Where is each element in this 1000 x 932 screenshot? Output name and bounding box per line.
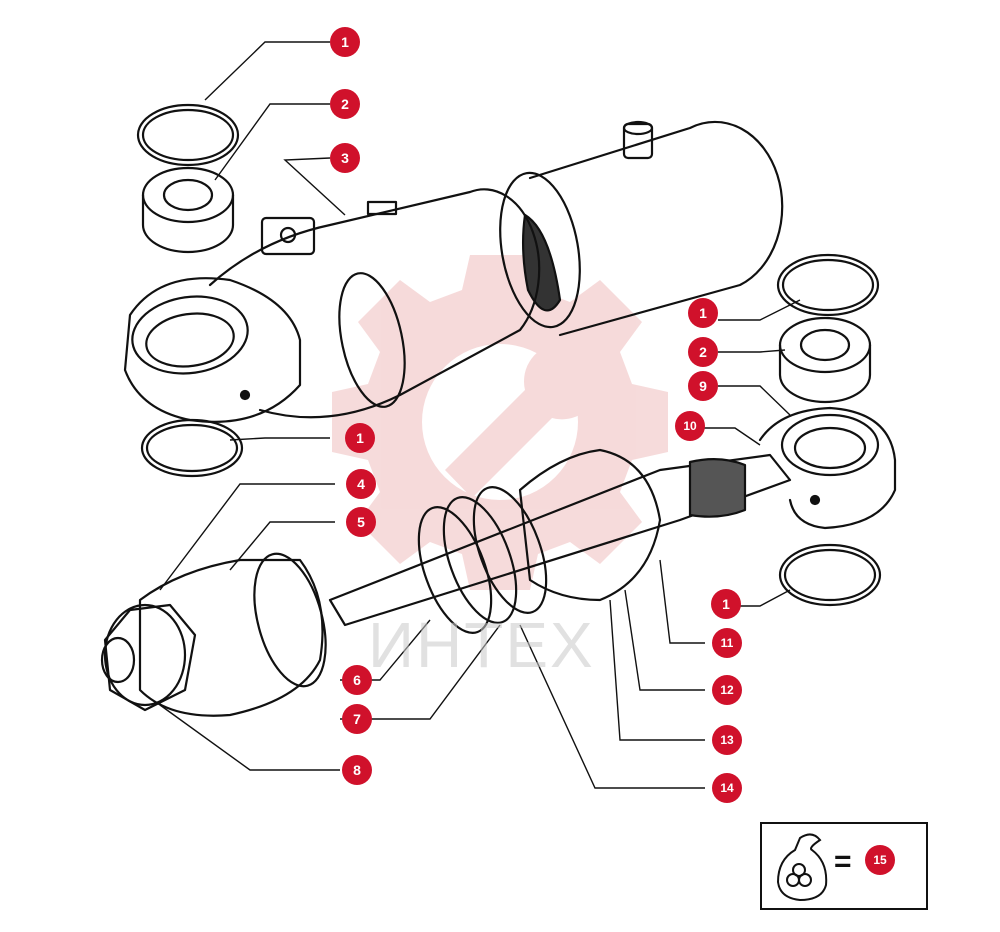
bearing-right	[778, 316, 872, 404]
callout-5[interactable]: 5	[346, 507, 376, 537]
callout-13[interactable]: 13	[712, 725, 742, 755]
callout-3[interactable]: 3	[330, 143, 360, 173]
callout-9[interactable]: 9	[688, 371, 718, 401]
callout-14[interactable]: 14	[712, 773, 742, 803]
cylinder-head	[100, 552, 327, 717]
callout-1-right-bottom[interactable]: 1	[711, 589, 741, 619]
callout-1-top[interactable]: 1	[330, 27, 360, 57]
callout-7[interactable]: 7	[342, 704, 372, 734]
repair-kit-box	[760, 822, 928, 910]
snap-ring-top	[136, 103, 240, 167]
watermark-text: ИНТЕХ	[368, 609, 595, 681]
callout-15-kit[interactable]: 15	[865, 845, 895, 875]
watermark-gear	[332, 255, 668, 590]
watermark-logo	[332, 255, 668, 590]
callout-2-left[interactable]: 2	[330, 89, 360, 119]
snap-ring-right-top	[776, 253, 880, 317]
callout-6[interactable]: 6	[342, 665, 372, 695]
snap-ring-left-bottom	[140, 418, 244, 478]
rod-eye	[758, 406, 897, 530]
callout-2-right[interactable]: 2	[688, 337, 718, 367]
callout-4[interactable]: 4	[346, 469, 376, 499]
kit-equals-sign: =	[834, 845, 852, 878]
piston-assembly	[417, 448, 662, 634]
callout-8[interactable]: 8	[342, 755, 372, 785]
piston-rod	[328, 453, 792, 627]
callout-1-left-bottom[interactable]: 1	[345, 423, 375, 453]
cylinder-body	[123, 188, 541, 423]
callout-11[interactable]: 11	[712, 628, 742, 658]
callout-12[interactable]: 12	[712, 675, 742, 705]
bearing-left	[141, 166, 235, 254]
watermark-wrench	[445, 343, 600, 498]
callout-1-right-top[interactable]: 1	[688, 298, 718, 328]
parts-bag-icon	[776, 833, 828, 902]
snap-ring-right-bottom	[778, 543, 882, 607]
cylinder-barrel	[499, 120, 784, 337]
callout-10[interactable]: 10	[675, 411, 705, 441]
leader-lines	[159, 41, 801, 789]
